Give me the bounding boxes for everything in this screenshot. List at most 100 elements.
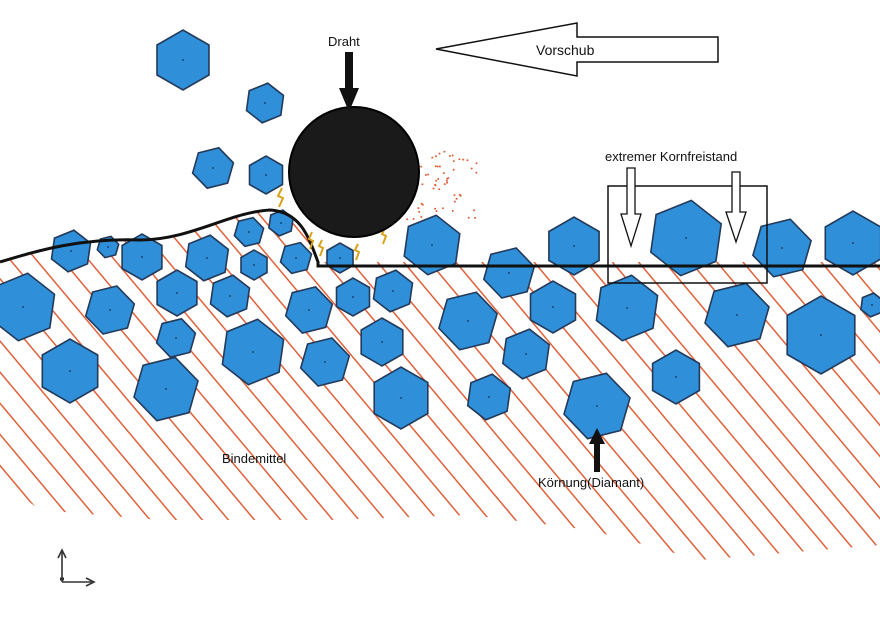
grain-center-dot — [400, 397, 402, 399]
grain-center-dot — [339, 257, 341, 259]
grain-center-dot — [165, 388, 167, 390]
dust-dot — [443, 150, 446, 153]
grain-center-dot — [781, 247, 783, 249]
grain-center-dot — [573, 245, 575, 247]
dust-dot — [442, 172, 445, 175]
grain-center-dot — [508, 272, 510, 274]
dust-dot — [435, 179, 438, 182]
dust-dot — [475, 171, 478, 174]
grain-center-dot — [675, 376, 677, 378]
dust-dot — [435, 210, 438, 213]
grain-center-dot — [488, 396, 490, 398]
diamond-grain — [860, 292, 880, 318]
grain-center-dot — [352, 296, 354, 298]
dust-particles — [406, 150, 478, 221]
feed-label: Vorschub — [536, 42, 595, 58]
protrusion-arrow-left — [620, 167, 642, 249]
dust-dot — [451, 154, 454, 157]
grain-center-dot — [736, 314, 738, 316]
grain-center-dot — [852, 242, 854, 244]
dust-dot — [412, 218, 415, 220]
dust-dot — [420, 216, 423, 218]
grain-center-dot — [70, 250, 72, 252]
dust-dot — [427, 173, 430, 176]
grain-center-dot — [685, 237, 687, 239]
dust-dot — [462, 158, 465, 161]
grain-center-dot — [431, 244, 433, 246]
grain-center-dot — [467, 320, 469, 322]
grain-center-dot — [295, 257, 297, 259]
dust-dot — [434, 165, 437, 168]
dust-dot — [434, 183, 437, 186]
dust-dot — [474, 216, 477, 219]
dust-dot — [455, 197, 458, 200]
dust-dot — [438, 165, 441, 168]
grain-center-dot — [253, 264, 255, 266]
dust-dot — [442, 207, 444, 210]
dust-dot — [417, 207, 420, 210]
grain-center-dot — [206, 257, 208, 259]
dust-dot — [475, 162, 478, 165]
dust-dot — [447, 177, 450, 180]
dust-dot — [438, 152, 441, 155]
dust-dot — [446, 181, 448, 184]
grain-arrow — [589, 428, 605, 472]
grain-center-dot — [280, 222, 282, 224]
dust-dot — [452, 160, 455, 163]
dust-dot — [420, 165, 423, 168]
dust-dot — [443, 183, 446, 186]
grain-center-dot — [176, 292, 178, 294]
grain-center-dot — [626, 307, 628, 309]
grain-center-dot — [308, 309, 310, 311]
grain-center-dot — [525, 353, 527, 355]
grain-center-dot — [229, 295, 231, 297]
grain-center-dot — [552, 306, 554, 308]
protrusion-arrow-right — [725, 171, 747, 245]
grain-center-dot — [265, 174, 267, 176]
dust-dot — [438, 188, 441, 191]
xy-axis-icon — [57, 548, 96, 587]
grain-center-dot — [182, 59, 184, 61]
dust-dot — [436, 165, 439, 168]
binder-surface-line — [0, 208, 880, 268]
grain-center-dot — [248, 231, 250, 233]
wire-cross-section — [288, 106, 420, 238]
grain-center-dot — [820, 334, 822, 336]
grain-center-dot — [324, 361, 326, 363]
grain-center-dot — [392, 290, 394, 292]
dust-dot — [458, 158, 461, 161]
diamond-grain — [0, 272, 56, 342]
dust-dot — [466, 159, 469, 162]
protrusion-label: extremer Kornfreistand — [605, 149, 738, 164]
protrusion-box — [607, 185, 768, 284]
dust-dot — [406, 218, 409, 221]
dust-dot — [458, 193, 461, 196]
feed-arrow — [435, 22, 719, 77]
grain-center-dot — [381, 341, 383, 343]
binder-label: Bindemittel — [222, 451, 287, 466]
dust-dot — [418, 210, 421, 213]
dust-dot — [452, 168, 455, 171]
grain-center-dot — [69, 370, 71, 372]
dust-dot — [431, 156, 434, 159]
grain-center-dot — [141, 256, 143, 258]
dust-dot — [453, 200, 456, 203]
dust-dot — [453, 194, 456, 197]
dust-dot — [420, 202, 423, 205]
wire-arrow — [339, 52, 359, 112]
dust-dot — [470, 167, 473, 170]
dust-dot — [434, 207, 437, 210]
grain-label: Körnung(Diamant) — [538, 475, 645, 490]
dust-dot — [432, 187, 435, 190]
grain-center-dot — [107, 246, 109, 248]
dust-dot — [473, 209, 476, 212]
dust-dot — [435, 155, 437, 158]
grain-center-dot — [264, 102, 266, 104]
grain-center-dot — [212, 167, 214, 169]
dust-dot — [448, 155, 451, 157]
dust-dot — [467, 216, 470, 219]
grain-center-dot — [22, 306, 24, 308]
dust-dot — [437, 178, 440, 180]
dust-dot — [421, 183, 424, 186]
grain-center-dot — [109, 309, 111, 311]
